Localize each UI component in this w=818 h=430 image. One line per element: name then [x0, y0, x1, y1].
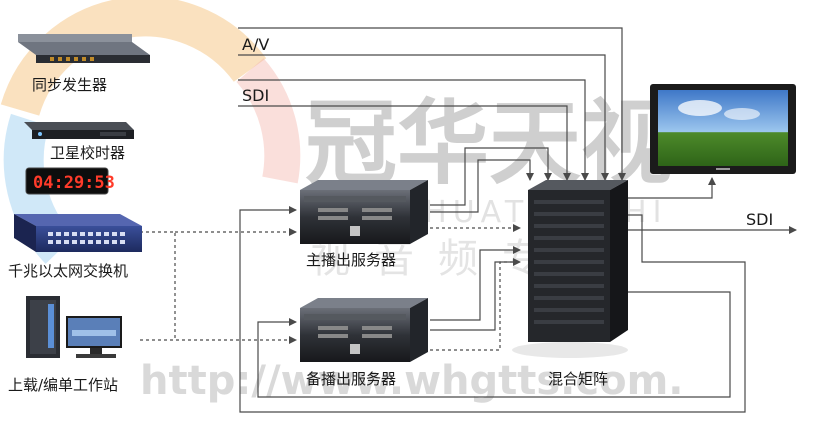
label-switch: 千兆以太网交换机 — [8, 262, 128, 280]
line-main-to-matrix-2 — [430, 159, 534, 213]
main-server-device — [300, 180, 428, 244]
dash-switch-trunk — [140, 231, 176, 340]
monitor-device — [650, 84, 796, 174]
label-main-server: 主播出服务器 — [306, 251, 396, 269]
line-av — [238, 54, 609, 181]
line-sdi — [238, 105, 571, 181]
line-matrix-to-monitor — [625, 177, 716, 199]
label-sync-generator: 同步发生器 — [32, 76, 107, 94]
line-matrix-to-backup — [257, 291, 731, 398]
clock-digits: 04:29:53 — [33, 173, 115, 193]
line-matrix-to-main — [239, 206, 746, 413]
line-backup-to-matrix-1 — [430, 246, 521, 321]
backup-server-device — [300, 298, 428, 362]
line-main-to-matrix-1 — [430, 147, 552, 206]
upload-station-device — [26, 296, 122, 358]
dash-backup-to-matrix — [430, 258, 521, 351]
label-satellite-clock: 卫星校时器 — [50, 144, 125, 162]
switch-device — [14, 214, 142, 252]
signal-label-sdi-top: SDI — [242, 86, 269, 105]
label-backup-server: 备播出服务器 — [306, 370, 396, 388]
sync-generator-device — [18, 34, 150, 63]
label-mixing-matrix: 混合矩阵 — [548, 370, 608, 388]
line-clock-1 — [238, 79, 589, 181]
clock-display: 04:29:53 — [25, 167, 115, 195]
satellite-clock-device — [24, 122, 134, 139]
signal-label-sdi-out: SDI — [746, 210, 773, 229]
label-upload-station: 上载/编单工作站 — [8, 376, 118, 394]
line-sync-to-matrix — [238, 27, 626, 181]
watermark-url: http://www.whgtts.com. — [140, 358, 683, 404]
line-backup-to-matrix-2 — [430, 261, 520, 331]
signal-label-av: A/V — [242, 35, 269, 54]
mixing-matrix-device — [512, 180, 628, 358]
watermark-brand: 冠华天视 — [305, 90, 673, 197]
